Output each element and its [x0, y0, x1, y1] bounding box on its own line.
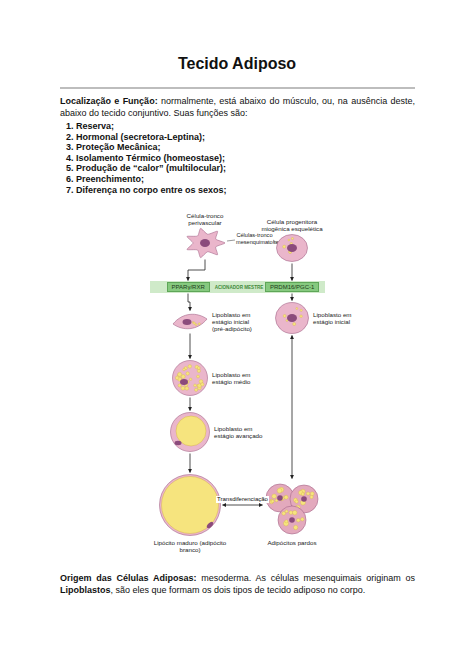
- lipoblast-cell: Lipoblasto em estágio inicial (pré-adipó…: [172, 312, 208, 332]
- stem-cell: Célula-tronco perivascular: [185, 228, 225, 258]
- list-item: 6. Preenchimento;: [66, 174, 406, 185]
- cell-drawing: [185, 228, 225, 258]
- master-switch-label: ACIONADOR MESTRE: [213, 285, 265, 291]
- cell-drawing: [275, 302, 309, 334]
- master-switch-band: [150, 281, 325, 293]
- list-item: 7. Diferença no corpo entre os sexos;: [66, 185, 406, 196]
- cell-drawing: [264, 480, 320, 536]
- lipoblast-cell: Lipoblasto em estágio inicial: [275, 302, 309, 334]
- cell-drawing: [276, 234, 308, 262]
- cell-label: Lipoblasto em estágio inicial: [313, 311, 361, 325]
- body-text: , são eles que formam os dois tipos de t…: [111, 585, 366, 595]
- leader-line: [227, 240, 235, 241]
- list-item: 2. Hormonal (secretora-Leptina);: [66, 132, 406, 143]
- cell-drawing: [170, 412, 210, 452]
- text-paragraph: Localização e Função: normalmente, está …: [60, 96, 415, 119]
- cell-drawing: [172, 312, 208, 332]
- cell-label: Lipoblasto em estágio médio: [212, 371, 260, 385]
- lipoblast-cell: Lipoblasto em estágio médio: [172, 360, 208, 396]
- arrow-connector: [190, 398, 191, 411]
- progenitor-cell: Célula progenitora miogênica esquelética: [276, 234, 308, 262]
- arrow-connector: [188, 260, 205, 281]
- bold-lead: Origem das Células Adiposas:: [60, 573, 196, 583]
- factor-box: PPARγ/RXR: [167, 282, 210, 292]
- bold-lead: Localização e Função:: [60, 96, 158, 106]
- factor-name: PRDM16/PGC-1: [270, 284, 314, 291]
- cell-label: Lipócito maduro (adipócito branco): [153, 539, 227, 553]
- arrow-connector: [223, 505, 263, 506]
- edge-label: Transdiferenciação: [216, 496, 269, 503]
- cell-group-label: Células-tronco mesenquimatosas: [236, 232, 273, 245]
- cell-label: Célula progenitora miogênica esquelética: [261, 218, 323, 232]
- cell-label: Lipoblasto em estágio inicial (pré-adipó…: [212, 311, 262, 333]
- arrow-connector: [190, 454, 191, 473]
- text-paragraph: 1. Reserva;2. Hormonal (secretora-Leptin…: [66, 121, 406, 195]
- leader-line: [273, 240, 277, 243]
- arrow-connector: [292, 336, 293, 479]
- list-item: 4. Isolamento Térmico (homeostase);: [66, 153, 406, 164]
- body-text: mesoderma. As células mesenquimais origi…: [201, 573, 415, 583]
- cell-label: Célula-tronco perivascular: [182, 212, 228, 226]
- bold-lead: Lipoblastos: [60, 585, 111, 595]
- list-item: 5. Produção de “calor” (multilocular);: [66, 163, 406, 174]
- factor-name: PPARγ/RXR: [172, 284, 205, 291]
- list-item: 3. Proteção Mecânica;: [66, 142, 406, 153]
- text-paragraph: Origem das Células Adiposas: mesoderma. …: [60, 573, 415, 596]
- page-title: Tecido Adiposo: [0, 55, 474, 73]
- white-adipocyte: Lipócito maduro (adipócito branco): [159, 474, 221, 536]
- cell-label: Lipoblasto em estágio avançado: [214, 425, 266, 439]
- arrow-connector: [292, 294, 293, 301]
- list-item: 1. Reserva;: [66, 121, 406, 132]
- title-rule: [60, 88, 415, 89]
- factor-box: PRDM16/PGC-1: [265, 282, 319, 292]
- arrow-connector: [188, 294, 190, 311]
- cell-drawing: [159, 474, 221, 536]
- arrow-connector: [190, 334, 191, 359]
- cell-drawing: [172, 360, 208, 396]
- lipoblast-cell: Lipoblasto em estágio avançado: [170, 412, 210, 452]
- arrow-connector: [292, 264, 293, 281]
- brown-adipocytes: Adipócitos pardos: [264, 480, 320, 536]
- cell-label: Adipócitos pardos: [262, 539, 322, 546]
